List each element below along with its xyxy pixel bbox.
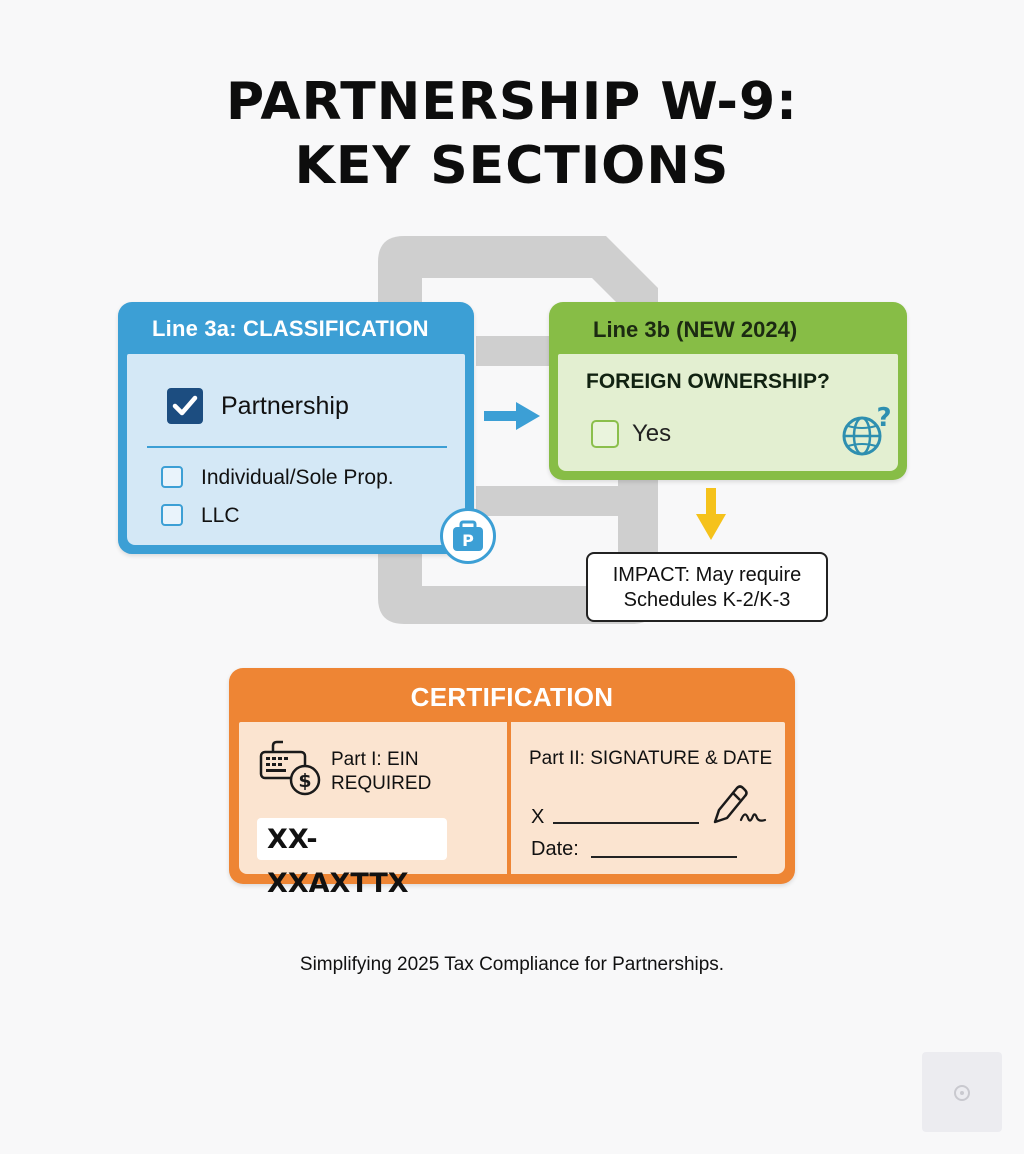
ein-field[interactable]: XX-XXAXTTX xyxy=(257,818,447,899)
part-2-title: Part II: SIGNATURE & DATE xyxy=(529,748,773,769)
watermark-badge xyxy=(922,1052,1002,1132)
certification-header: CERTIFICATION xyxy=(410,682,614,712)
yes-checkbox[interactable] xyxy=(591,420,619,448)
checkmark-icon xyxy=(172,395,198,416)
svg-text:P: P xyxy=(462,531,474,550)
foreign-ownership-question: FOREIGN OWNERSHIP? xyxy=(586,370,830,393)
line-3b-header: Line 3b (NEW 2024) xyxy=(593,317,798,342)
part-1-ein-section: $ Part I: EIN REQUIRED XX-XXAXTTX xyxy=(239,722,507,899)
partnership-label: Partnership xyxy=(221,392,349,420)
footer-tagline: Simplifying 2025 Tax Compliance for Part… xyxy=(299,954,725,975)
date-label: Date: xyxy=(531,838,579,860)
part-1-line-2: REQUIRED xyxy=(331,773,432,794)
page-title-line-2: KEY SECTIONS xyxy=(294,136,730,196)
yes-label: Yes xyxy=(632,420,672,447)
pen-signature-icon xyxy=(713,785,767,824)
arrow-right-icon xyxy=(484,402,540,430)
briefcase-p-icon: P xyxy=(440,508,496,564)
svg-text:$: $ xyxy=(298,770,311,792)
keyboard-dollar-icon: $ xyxy=(259,740,321,796)
llc-label: LLC xyxy=(201,504,240,527)
line-3b-body: FOREIGN OWNERSHIP? Yes ? xyxy=(558,354,898,471)
date-field[interactable] xyxy=(591,856,737,858)
arrow-down-icon xyxy=(696,488,726,540)
signature-field[interactable] xyxy=(553,822,699,824)
impact-line-2: Schedules K-2/K-3 xyxy=(623,589,791,611)
part-2-signature-section: Part II: SIGNATURE & DATE X Date: xyxy=(511,722,785,874)
llc-checkbox[interactable] xyxy=(161,504,183,526)
individual-sole-prop-checkbox[interactable] xyxy=(161,466,183,488)
line-3a-header: Line 3a: CLASSIFICATION xyxy=(152,316,429,341)
signature-prefix: X xyxy=(531,806,545,828)
line-3a-body: Partnership Individual/Sole Prop. LLC xyxy=(127,354,465,545)
impact-note: IMPACT: May require Schedules K-2/K-3 xyxy=(586,552,828,622)
svg-text:?: ? xyxy=(876,404,891,433)
line-3a-divider xyxy=(147,446,447,448)
part-1-ein-title: Part I: EIN REQUIRED xyxy=(331,748,431,796)
globe-question-icon: ? xyxy=(842,404,892,456)
impact-line-1: IMPACT: May require xyxy=(612,564,802,586)
certification-card: CERTIFICATION $ Part I: EIN REQUIRED XX-… xyxy=(229,668,795,899)
individual-sole-prop-label: Individual/Sole Prop. xyxy=(201,466,394,489)
partnership-checkbox[interactable] xyxy=(167,388,203,424)
line-3b-foreign-ownership-card: Line 3b (NEW 2024) FOREIGN OWNERSHIP? Ye… xyxy=(549,302,907,480)
watermark-logo-icon xyxy=(954,1085,970,1101)
page-title-line-1: PARTNERSHIP W-9: xyxy=(226,72,798,132)
part-1-line-1: Part I: EIN xyxy=(331,749,419,770)
line-3a-classification-card: Line 3a: CLASSIFICATION Partnership Indi… xyxy=(118,302,474,554)
